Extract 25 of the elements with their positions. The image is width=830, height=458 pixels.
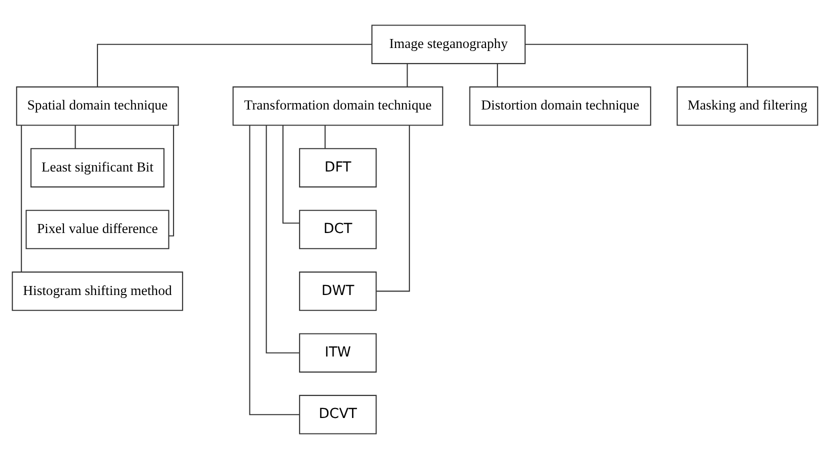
connector [406,63,408,86]
node-box: DFT [299,148,377,187]
node-box: Pixel value difference [26,209,170,249]
connector [266,124,300,353]
connector [20,125,22,272]
node-box: Histogram shifting method [12,271,184,310]
connector [249,124,300,415]
node-box: Distortion domain technique [469,86,652,126]
node-box: DCVT [299,394,377,434]
node-box: DCT [299,209,377,249]
node-box: Image steganography [371,24,526,64]
node-box: Least significant Bit [30,148,164,187]
connector [74,124,76,148]
node-box: Spatial domain technique [16,86,179,126]
node-box: ITW [299,332,377,372]
node-box: Masking and filtering [676,86,818,126]
connector [169,124,174,236]
connector [525,43,748,86]
connector [496,63,498,86]
connector [324,124,326,148]
connector [282,124,300,224]
node-box: DWT [299,271,377,310]
connector [96,43,372,86]
connector [376,125,410,292]
node-box: Transformation domain technique [232,86,444,126]
